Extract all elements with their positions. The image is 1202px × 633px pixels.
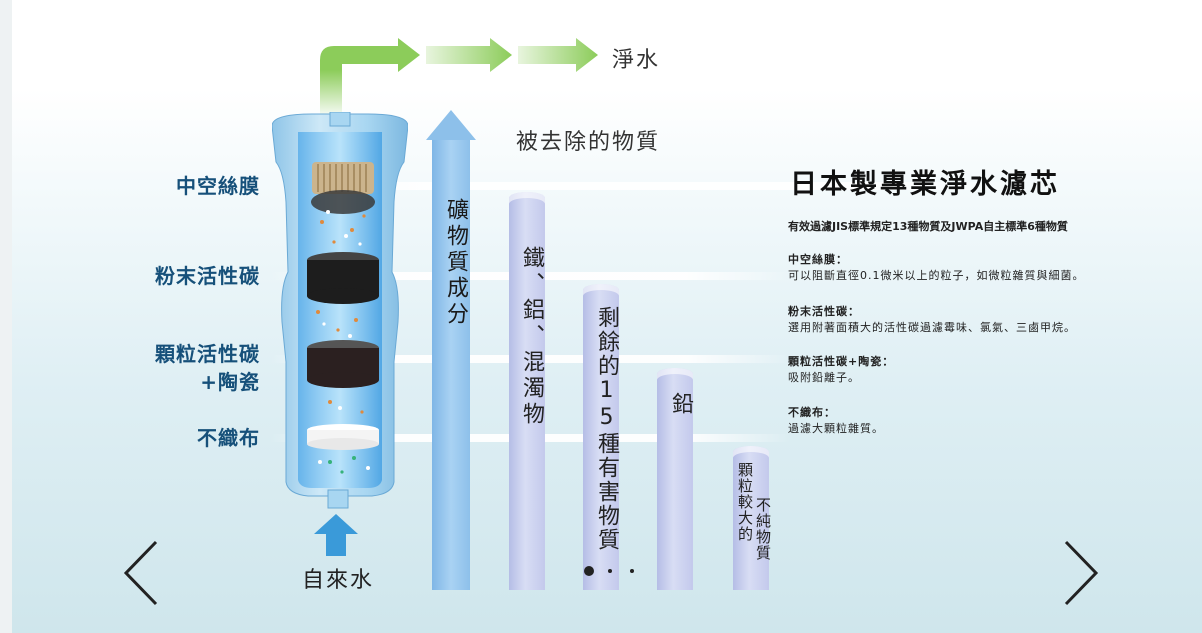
layer-label-nonwoven: 不織布 bbox=[197, 424, 260, 452]
info-section-hollow-fiber: 中空絲膜： 可以阻斷直徑0.1微米以上的粒子，如微粒雜質與細菌。 bbox=[788, 252, 1085, 284]
product-title: 日本製專業淨水濾芯 bbox=[790, 169, 1060, 200]
filter-cartridge-illustration bbox=[272, 112, 408, 509]
info-heading: 顆粒活性碳+陶瓷： bbox=[788, 355, 895, 368]
output-arrows bbox=[320, 38, 598, 118]
left-edge-strip bbox=[0, 0, 12, 633]
carousel-dot[interactable] bbox=[608, 569, 612, 573]
column-large-impurities-label-1: 顆粒較大的 bbox=[736, 462, 754, 542]
info-body: 可以阻斷直徑0.1微米以上的粒子，如微粒雜質與細菌。 bbox=[788, 269, 1085, 282]
mineral-column bbox=[432, 140, 470, 590]
column-large-impurities bbox=[733, 446, 769, 590]
info-heading: 不織布： bbox=[788, 406, 836, 419]
info-body: 過濾大顆粒雜質。 bbox=[788, 422, 884, 435]
carousel-dot-active[interactable] bbox=[584, 566, 594, 576]
layer-label-powder-carbon: 粉末活性碳 bbox=[155, 262, 260, 290]
info-heading: 粉末活性碳： bbox=[788, 305, 860, 318]
column-15-harmful-label: 剩餘的15種有害物質 bbox=[594, 306, 619, 552]
removed-substances-title: 被去除的物質 bbox=[516, 130, 661, 155]
carousel-dot[interactable] bbox=[630, 569, 634, 573]
next-arrow-icon[interactable] bbox=[1060, 540, 1100, 606]
info-body: 吸附鉛離子。 bbox=[788, 371, 860, 384]
info-section-granular-carbon: 顆粒活性碳+陶瓷： 吸附鉛離子。 bbox=[788, 354, 894, 386]
layer-label-hollow-fiber: 中空絲膜 bbox=[176, 172, 260, 200]
layer-guide-line bbox=[270, 182, 1030, 190]
info-heading: 中空絲膜： bbox=[788, 253, 848, 266]
column-iron-aluminum bbox=[509, 192, 545, 590]
layer-label-line: 中空絲膜 bbox=[176, 174, 260, 198]
column-large-impurities-label-2: 不純物質 bbox=[754, 497, 772, 561]
product-subtitle: 有效過濾JIS標準規定13種物質及JWPA自主標準6種物質 bbox=[788, 220, 1068, 233]
layer-label-line: 顆粒活性碳 bbox=[155, 342, 260, 366]
column-lead-label: 鉛 bbox=[668, 392, 693, 418]
prev-arrow-icon[interactable] bbox=[122, 540, 162, 606]
layer-label-granular-carbon: 顆粒活性碳 +陶瓷 bbox=[155, 340, 260, 396]
column-iron-aluminum-label: 鐵、鋁、混濁物 bbox=[519, 246, 544, 428]
layer-label-line: 粉末活性碳 bbox=[155, 264, 260, 288]
mineral-arrow-head bbox=[426, 110, 476, 144]
mineral-label: 礦物質成分 bbox=[443, 198, 468, 328]
tap-water-label: 自來水 bbox=[302, 568, 375, 593]
info-body: 選用附著面積大的活性碳過濾霉味、氯氣、三鹵甲烷。 bbox=[788, 321, 1076, 334]
info-section-nonwoven: 不織布： 過濾大顆粒雜質。 bbox=[788, 405, 884, 437]
column-15-harmful bbox=[583, 284, 619, 590]
input-arrow-up bbox=[314, 514, 358, 556]
layer-label-line: 不織布 bbox=[197, 426, 260, 450]
column-lead bbox=[657, 368, 693, 590]
info-section-powder-carbon: 粉末活性碳： 選用附著面積大的活性碳過濾霉味、氯氣、三鹵甲烷。 bbox=[788, 304, 1076, 336]
layer-label-line: +陶瓷 bbox=[200, 370, 260, 394]
clean-water-label: 淨水 bbox=[612, 48, 661, 73]
